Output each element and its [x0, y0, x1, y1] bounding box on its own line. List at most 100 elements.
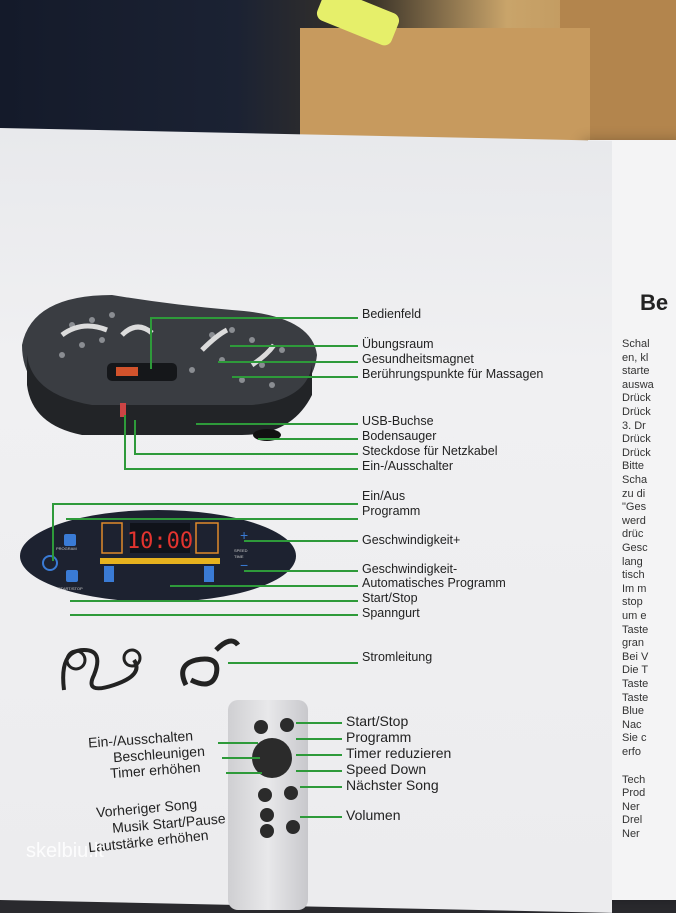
remote-label-start-stop: Start/Stop	[346, 713, 409, 729]
label-programm: Programm	[362, 504, 421, 518]
right-page-line: Blue	[622, 705, 645, 718]
right-page-line: gran	[622, 637, 645, 650]
right-page-line: stop	[622, 596, 643, 609]
remote-volume-up-button[interactable]	[260, 824, 274, 838]
callout-line	[124, 468, 358, 470]
right-page-line: Drück	[622, 433, 651, 446]
callout-line	[244, 570, 358, 572]
right-page-line: Sie c	[622, 732, 647, 745]
remote-label-volumen: Volumen	[346, 807, 401, 823]
label-auto-program: Automatisches Programm	[362, 576, 506, 590]
svg-text:+: +	[240, 527, 248, 543]
right-page-heading: Be	[640, 290, 669, 315]
control-panel-illustration: 10:00 + − PROGRAM START/STOP SPEED TIME	[20, 510, 296, 602]
callout-line	[52, 503, 358, 505]
remote-label-programm: Programm	[346, 729, 412, 745]
callout-line	[124, 415, 126, 469]
callout-line	[218, 361, 358, 363]
panel-display: 10:00	[127, 529, 193, 554]
callout-line	[52, 503, 54, 561]
cardboard-box-front	[300, 28, 590, 148]
right-page-line: zu di	[622, 487, 646, 500]
right-page-line: Drück	[622, 446, 651, 459]
label-ein-ausschalter: Ein-/Ausschalter	[362, 459, 454, 473]
remote-power-button[interactable]	[254, 720, 268, 734]
label-spanngurt: Spanngurt	[362, 606, 420, 620]
callout-line	[134, 453, 358, 455]
watermark: skelbiu.lt	[26, 840, 104, 862]
callout-line	[300, 786, 342, 788]
right-page-line: Nac	[622, 718, 642, 731]
remote-label-timer-reduzieren: Timer reduzieren	[346, 745, 452, 761]
right-page-line: Taste	[622, 678, 649, 690]
callout-line	[300, 816, 342, 818]
label-bedienfeld: Bedienfeld	[362, 307, 422, 321]
right-page-line: Drück	[622, 406, 651, 418]
callout-line	[258, 438, 358, 440]
callout-line	[170, 585, 358, 587]
right-page-line: Scha	[622, 474, 648, 486]
callout-line	[218, 742, 258, 744]
label-speed-plus: Geschwindigkeit+	[362, 533, 461, 547]
right-page-line: "Ges	[622, 501, 647, 514]
callout-line	[296, 770, 342, 772]
callout-line	[196, 423, 358, 425]
panel-label-speed: SPEED	[234, 548, 248, 553]
right-page-line: Bitte	[622, 460, 645, 473]
callout-line	[150, 317, 152, 369]
callout-line	[230, 345, 358, 347]
svg-text:−: −	[240, 557, 248, 573]
remote-play-pause-button[interactable]	[260, 808, 274, 822]
right-page-line: Bei V	[622, 650, 649, 663]
remote-prev-song-button[interactable]	[258, 788, 272, 802]
right-page-line: drüc	[622, 528, 644, 541]
callout-line	[66, 518, 358, 520]
callout-line	[134, 420, 136, 454]
callout-line	[296, 738, 342, 740]
callout-line	[296, 754, 342, 756]
label-stromleitung: Stromleitung	[362, 650, 433, 664]
callout-line	[222, 757, 260, 759]
right-page-line: Die T	[622, 664, 649, 677]
right-page-line: erfo	[622, 746, 641, 758]
label-ein-aus: Ein/Aus	[362, 489, 406, 503]
label-massage-points: Berührungspunkte für Massagen	[362, 367, 544, 381]
right-page-line: Drück	[622, 392, 651, 405]
remote-volume-button[interactable]	[286, 820, 300, 834]
panel-label-time: TIME	[234, 554, 244, 559]
right-page-line: auswa	[622, 378, 654, 391]
right-page-line: en, kl	[622, 351, 649, 364]
panel-label-startstop: START/STOP	[58, 586, 83, 591]
vibration-plate-illustration	[22, 295, 317, 441]
label-gesundheitsmagnet: Gesundheitsmagnet	[362, 352, 474, 366]
right-page-line: Taste	[622, 691, 649, 704]
right-page-line: Schal	[622, 338, 650, 350]
panel-label-program: PROGRAM	[56, 546, 77, 551]
label-usb: USB-Buchse	[362, 414, 434, 428]
callout-line	[70, 600, 358, 602]
remote-label-speed-down: Speed Down	[346, 761, 427, 777]
remote-control	[228, 700, 308, 910]
callout-line	[150, 317, 358, 319]
callout-line	[226, 772, 262, 774]
callout-line	[296, 722, 342, 724]
power-cable-illustration	[180, 638, 241, 687]
callout-line	[244, 540, 358, 542]
right-page-line: Im m	[622, 582, 647, 595]
callout-line	[232, 376, 358, 378]
right-page-line: werd	[622, 514, 646, 527]
right-page-line: Drel	[622, 814, 643, 827]
remote-next-song-button[interactable]	[284, 786, 298, 800]
callout-line	[228, 662, 358, 664]
callout-line	[70, 614, 358, 616]
right-page-line: tisch	[622, 569, 645, 582]
remote-label-naechster-song: Nächster Song	[346, 777, 439, 793]
right-page-line: Tech	[622, 773, 646, 786]
right-page-line: Taste	[622, 623, 649, 636]
right-page-line: Prod	[622, 787, 646, 800]
right-page-line: Ner	[622, 828, 640, 840]
label-speed-minus: Geschwindigkeit-	[362, 562, 458, 576]
remote-startstop-button[interactable]	[280, 718, 294, 732]
right-page-line: starte	[622, 365, 650, 378]
resistance-straps-illustration	[61, 647, 142, 691]
